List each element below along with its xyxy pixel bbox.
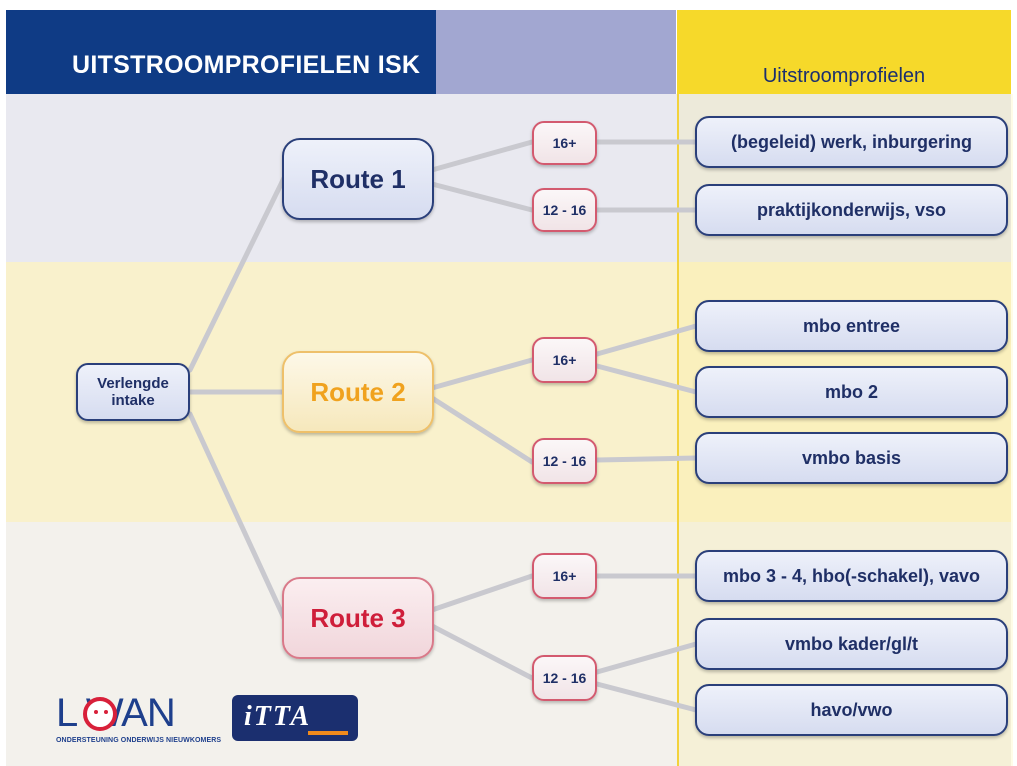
connector-intake-route-3 xyxy=(187,411,287,621)
outcome-vmbo-kader: vmbo kader/gl/t xyxy=(695,618,1008,670)
connector-r3-12-16-outcome-b xyxy=(594,681,699,713)
outcomes-column-title: Uitstroomprofielen xyxy=(762,65,926,87)
route-2-age-16plus-label: 16+ xyxy=(552,352,577,368)
outcome-label: vmbo kader/gl/t xyxy=(784,633,919,654)
intake-line-2: intake xyxy=(111,392,155,409)
route-2-age-12-16: 12 - 16 xyxy=(532,438,597,484)
connector-route-3-12-16 xyxy=(429,623,535,681)
outcome-label: havo/vwo xyxy=(810,699,893,720)
outcome-label: mbo entree xyxy=(802,315,901,336)
route-3-label: Route 3 xyxy=(310,602,406,633)
route-2-age-12-16-label: 12 - 16 xyxy=(542,453,587,469)
outcome-mbo-3-4: mbo 3 - 4, hbo(-schakel), vavo xyxy=(695,550,1008,602)
lowan-tagline: ONDERSTEUNING ONDERWIJS NIEUWKOMERS xyxy=(56,737,222,744)
outcome-label: mbo 2 xyxy=(824,381,878,402)
outcome-vmbo-basis: vmbo basis xyxy=(695,432,1008,484)
route-1-node: Route 1 xyxy=(282,138,434,220)
connector-route-1-16plus xyxy=(429,139,535,173)
connector-route-2-12-16 xyxy=(429,395,535,465)
route-2-label: Route 2 xyxy=(310,376,406,407)
connector-r2-12-16-outcome xyxy=(594,455,699,463)
route-1-age-16plus: 16+ xyxy=(532,121,597,165)
header-title-bar xyxy=(6,10,436,94)
connector-r2-16plus-outcome-b xyxy=(594,363,699,395)
connector-route-3-16plus xyxy=(429,573,535,613)
lowan-face-icon xyxy=(83,697,117,731)
connector-intake-route-1 xyxy=(187,175,287,373)
route-3-age-16plus: 16+ xyxy=(532,553,597,599)
outcome-label: praktijkonderwijs, vso xyxy=(756,199,947,220)
route-1-age-12-16-label: 12 - 16 xyxy=(542,202,587,218)
outcome-label: mbo 3 - 4, hbo(-schakel), vavo xyxy=(722,565,981,586)
route-2-age-16plus: 16+ xyxy=(532,337,597,383)
outcome-mbo-entree: mbo entree xyxy=(695,300,1008,352)
header-middle-bar xyxy=(436,10,676,94)
itta-logo: iTTA xyxy=(232,695,358,741)
outcome-havo-vwo: havo/vwo xyxy=(695,684,1008,736)
outcome-label: (begeleid) werk, inburgering xyxy=(730,131,973,152)
verlengde-intake-node: Verlengde intake xyxy=(76,363,190,421)
itta-accent-bar xyxy=(308,731,348,735)
lowan-logo: L WAN ONDERSTEUNING ONDERWIJS NIEUWKOMER… xyxy=(56,690,221,750)
outcome-label: vmbo basis xyxy=(801,447,902,468)
outcome-mbo-2: mbo 2 xyxy=(695,366,1008,418)
route-3-age-12-16: 12 - 16 xyxy=(532,655,597,701)
connector-r2-16plus-outcome-a xyxy=(594,323,699,357)
connector-route-2-16plus xyxy=(429,357,535,391)
route-3-age-16plus-label: 16+ xyxy=(552,568,577,584)
route-1-age-12-16: 12 - 16 xyxy=(532,188,597,232)
route-3-age-12-16-label: 12 - 16 xyxy=(542,670,587,686)
route-2-node: Route 2 xyxy=(282,351,434,433)
outcome-praktijkonderwijs: praktijkonderwijs, vso xyxy=(695,184,1008,236)
intake-line-1: Verlengde xyxy=(97,375,169,392)
connector-route-1-12-16 xyxy=(429,181,535,213)
itta-wordmark: iTTA xyxy=(244,701,312,732)
outcome-begeleid-werk: (begeleid) werk, inburgering xyxy=(695,116,1008,168)
route-3-node: Route 3 xyxy=(282,577,434,659)
header-outcomes-bar xyxy=(677,10,1011,94)
connector-r3-12-16-outcome-a xyxy=(594,641,699,675)
route-1-age-16plus-label: 16+ xyxy=(552,135,577,151)
route-1-label: Route 1 xyxy=(310,163,406,194)
page-title: UITSTROOMPROFIELEN ISK xyxy=(72,51,421,79)
